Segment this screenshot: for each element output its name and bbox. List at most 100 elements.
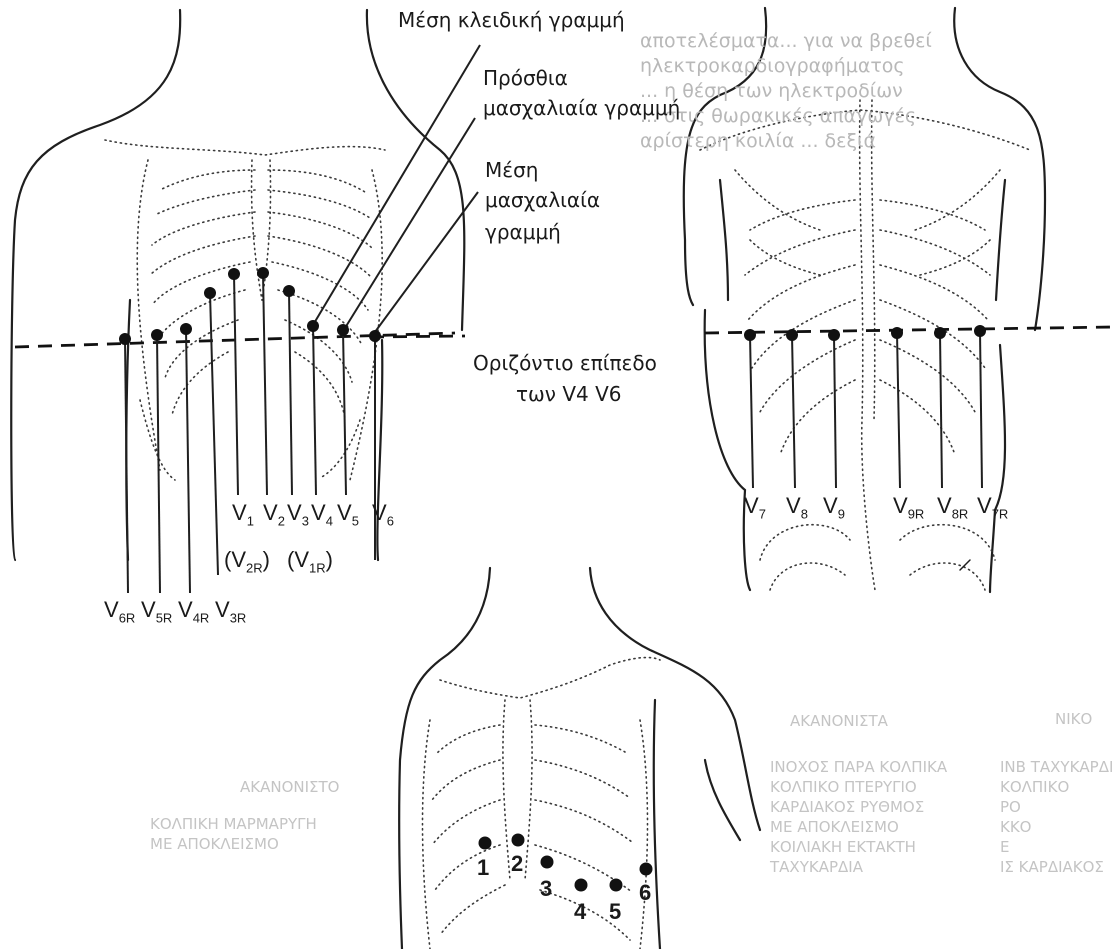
bleed-heading: ΝΙΚΟ	[1055, 710, 1092, 728]
bleed-item: ΚΟΛΠΙΚΗ ΜΑΡΜΑΡΥΓΗ	[150, 815, 317, 833]
electrode-v6	[369, 330, 381, 342]
chest-electrode-6	[640, 863, 653, 876]
bleed-heading: ΑΚΑΝΟΝΙΣΤΟ	[240, 778, 339, 796]
electrode-v7r	[974, 325, 986, 337]
lead-subscript: 1	[247, 513, 254, 528]
electrode-v1	[228, 268, 240, 280]
lead-base: V	[823, 493, 838, 518]
chest-electrodes	[479, 834, 653, 892]
electrode-v9	[828, 329, 840, 341]
bleed-item: ΜΕ ΑΠΟΚΛΕΙΣΜΟ	[770, 818, 899, 836]
label-mid-axillary-line-3: γραμμή	[485, 220, 561, 244]
lead-subscript: 7	[759, 506, 766, 521]
lead-label-v5r: V5R	[141, 597, 172, 625]
chest-position-1: 1	[477, 855, 489, 881]
bleed-item: Ε	[1000, 838, 1009, 856]
label-horizontal-plane-2: των V4 V6	[516, 382, 622, 406]
lead-subscript: 4R	[193, 610, 210, 625]
lead-label-v1r: (V1R)	[287, 547, 333, 575]
lead-subscript: 8R	[952, 506, 969, 521]
bleed-item: ΙΝΟΧΟΣ ΠΑΡΑ ΚΟΛΠΙΚΑ	[770, 758, 947, 776]
lead-subscript: 3	[302, 513, 309, 528]
electrode-v8	[786, 329, 798, 341]
electrode-v4	[307, 320, 319, 332]
lead-subscript: 2	[278, 513, 285, 528]
label-horizontal-plane-1: Οριζόντιο επίπεδο	[473, 351, 657, 375]
chest-position-6: 6	[639, 880, 651, 906]
lead-base: V	[744, 493, 759, 518]
lead-subscript: 8	[801, 506, 808, 521]
bleed-item: ΚΑΡΔΙΑΚΟΣ ΡΥΘΜΟΣ	[770, 798, 924, 816]
electrode-v6r	[119, 333, 131, 345]
bleed-item: ΜΕ ΑΠΟΚΛΕΙΣΜΟ	[150, 835, 279, 853]
bleed-item: ΙΣ ΚΑΡΔΙΑΚΟΣ	[1000, 858, 1104, 876]
lead-subscript: 1R	[309, 560, 326, 575]
chest-electrode-5	[610, 879, 623, 892]
lead-label-v3r: V3R	[215, 597, 246, 625]
bleed-item: ΚΟΙΛΙΑΚΗ ΕΚΤΑΚΤΗ	[770, 838, 916, 856]
lead-label-v2r: (V2R)	[224, 547, 270, 575]
label-anterior-axillary-line-2: μασχαλιαία γραμμή	[483, 96, 680, 120]
lead-base: V	[232, 500, 247, 525]
lead-base: V	[104, 597, 119, 622]
lead-subscript: 9R	[908, 506, 925, 521]
lead-tail: )	[263, 547, 270, 572]
front-electrodes	[119, 267, 381, 593]
lead-subscript: 5	[352, 513, 359, 528]
lead-label-v6: V6	[372, 500, 394, 528]
lead-subscript: 9	[838, 506, 845, 521]
back-electrodes	[744, 325, 986, 488]
electrode-v2	[257, 267, 269, 279]
chest-position-3: 3	[540, 876, 552, 902]
lead-base: V	[977, 493, 992, 518]
lead-base: V	[141, 597, 156, 622]
lead-subscript: 7R	[992, 506, 1009, 521]
lead-base: V	[893, 493, 908, 518]
lead-base: (V	[224, 547, 246, 572]
bleed-line: ηλεκτροκαρδιογραφήματος	[640, 55, 905, 77]
lead-subscript: 2R	[246, 560, 263, 575]
lead-label-v6r: V6R	[104, 597, 135, 625]
electrode-v3	[283, 285, 295, 297]
bleed-line: αρίστερη κοιλία ... δεξιά	[640, 130, 876, 152]
bleed-item: ΚΚΟ	[1000, 818, 1031, 836]
lead-base: (V	[287, 547, 309, 572]
lead-label-v9: V9	[823, 493, 845, 521]
label-mid-axillary-line-2: μασχαλιαία	[485, 188, 600, 212]
lead-base: V	[263, 500, 278, 525]
horizontal-plane-line	[15, 327, 1113, 347]
electrode-v7	[744, 329, 756, 341]
lead-base: V	[786, 493, 801, 518]
chest-position-5: 5	[609, 899, 621, 925]
lead-label-v8: V8	[786, 493, 808, 521]
bleed-heading: ΑΚΑΝΟΝΙΣΤΑ	[790, 712, 888, 730]
bleed-item: ΚΟΛΠΙΚΟ	[1000, 778, 1069, 796]
lead-label-v4r: V4R	[178, 597, 209, 625]
lead-base: V	[215, 597, 230, 622]
bleed-item: ΚΟΛΠΙΚΟ ΠΤΕΡΥΓΙΟ	[770, 778, 917, 796]
electrode-v5	[337, 324, 349, 336]
lead-subscript: 6	[387, 513, 394, 528]
lead-tail: )	[326, 547, 333, 572]
chest-position-2: 2	[511, 851, 523, 877]
lead-base: V	[937, 493, 952, 518]
lead-subscript: 6R	[119, 610, 136, 625]
chest-electrode-4	[575, 879, 588, 892]
lead-label-v4: V4	[311, 500, 333, 528]
bleed-item: ΡΟ	[1000, 798, 1021, 816]
bleed-line: ... στις θωρακικές απαγωγές	[640, 105, 916, 127]
label-mid-clavicular-line: Μέση κλειδική γραμμή	[398, 8, 625, 32]
lead-label-v3: V3	[287, 500, 309, 528]
chest-electrode-1	[479, 837, 492, 850]
lead-subscript: 5R	[156, 610, 173, 625]
lead-label-v1: V1	[232, 500, 254, 528]
chest-electrode-2	[512, 834, 525, 847]
bleed-line: αποτελέσματα... για να βρεθεί	[640, 30, 932, 52]
chest-torso	[399, 568, 760, 949]
bleed-item: ΙΝΒ ΤΑΧΥΚΑΡΔΙΑ	[1000, 758, 1113, 776]
lead-label-v7r: V7R	[977, 493, 1008, 521]
lead-subscript: 4	[326, 513, 333, 528]
lead-label-v9r: V9R	[893, 493, 924, 521]
lead-base: V	[372, 500, 387, 525]
